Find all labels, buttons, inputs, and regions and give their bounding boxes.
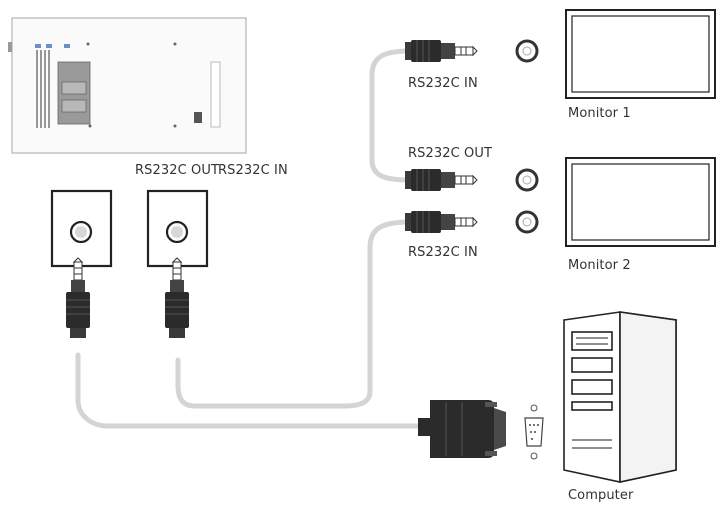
cable-monitor2-in [175,219,413,409]
cable-group [75,48,423,429]
computer-icon [563,311,677,483]
monitor2-rs232c-in-label: RS232C IN [408,245,478,260]
monitor2-icon [565,157,716,247]
monitor2-label: Monitor 2 [568,258,631,273]
monitor2-in-jack [515,210,539,234]
computer-label: Computer [568,488,634,503]
cable-rs232c-in-to-monitor1 [369,48,413,183]
rs232c-in-port-closeup [146,189,209,268]
monitor1-label: Monitor 1 [568,106,631,121]
rs232c-out-panel-label: RS232C OUT [135,163,219,178]
display-back-panel [8,17,247,154]
rs232c-in-panel-label: RS232C IN [218,163,288,178]
monitor1-rs232c-in-label: RS232C IN [408,76,478,91]
monitor1-icon [565,9,716,99]
serial-db9-connector [418,400,506,458]
rs232c-out-plug [65,257,91,339]
monitor2-in-plug [404,210,478,234]
monitor2-out-plug [404,168,478,192]
monitor2-out-jack [515,168,539,192]
rs232c-out-port-closeup [50,189,113,268]
monitor1-in-jack [515,39,539,63]
monitor1-in-plug [404,39,478,63]
computer-serial-port [524,404,544,460]
rs232c-in-plug [164,257,190,339]
monitor2-rs232c-out-label: RS232C OUT [408,146,492,161]
cable-computer-link [75,352,423,429]
